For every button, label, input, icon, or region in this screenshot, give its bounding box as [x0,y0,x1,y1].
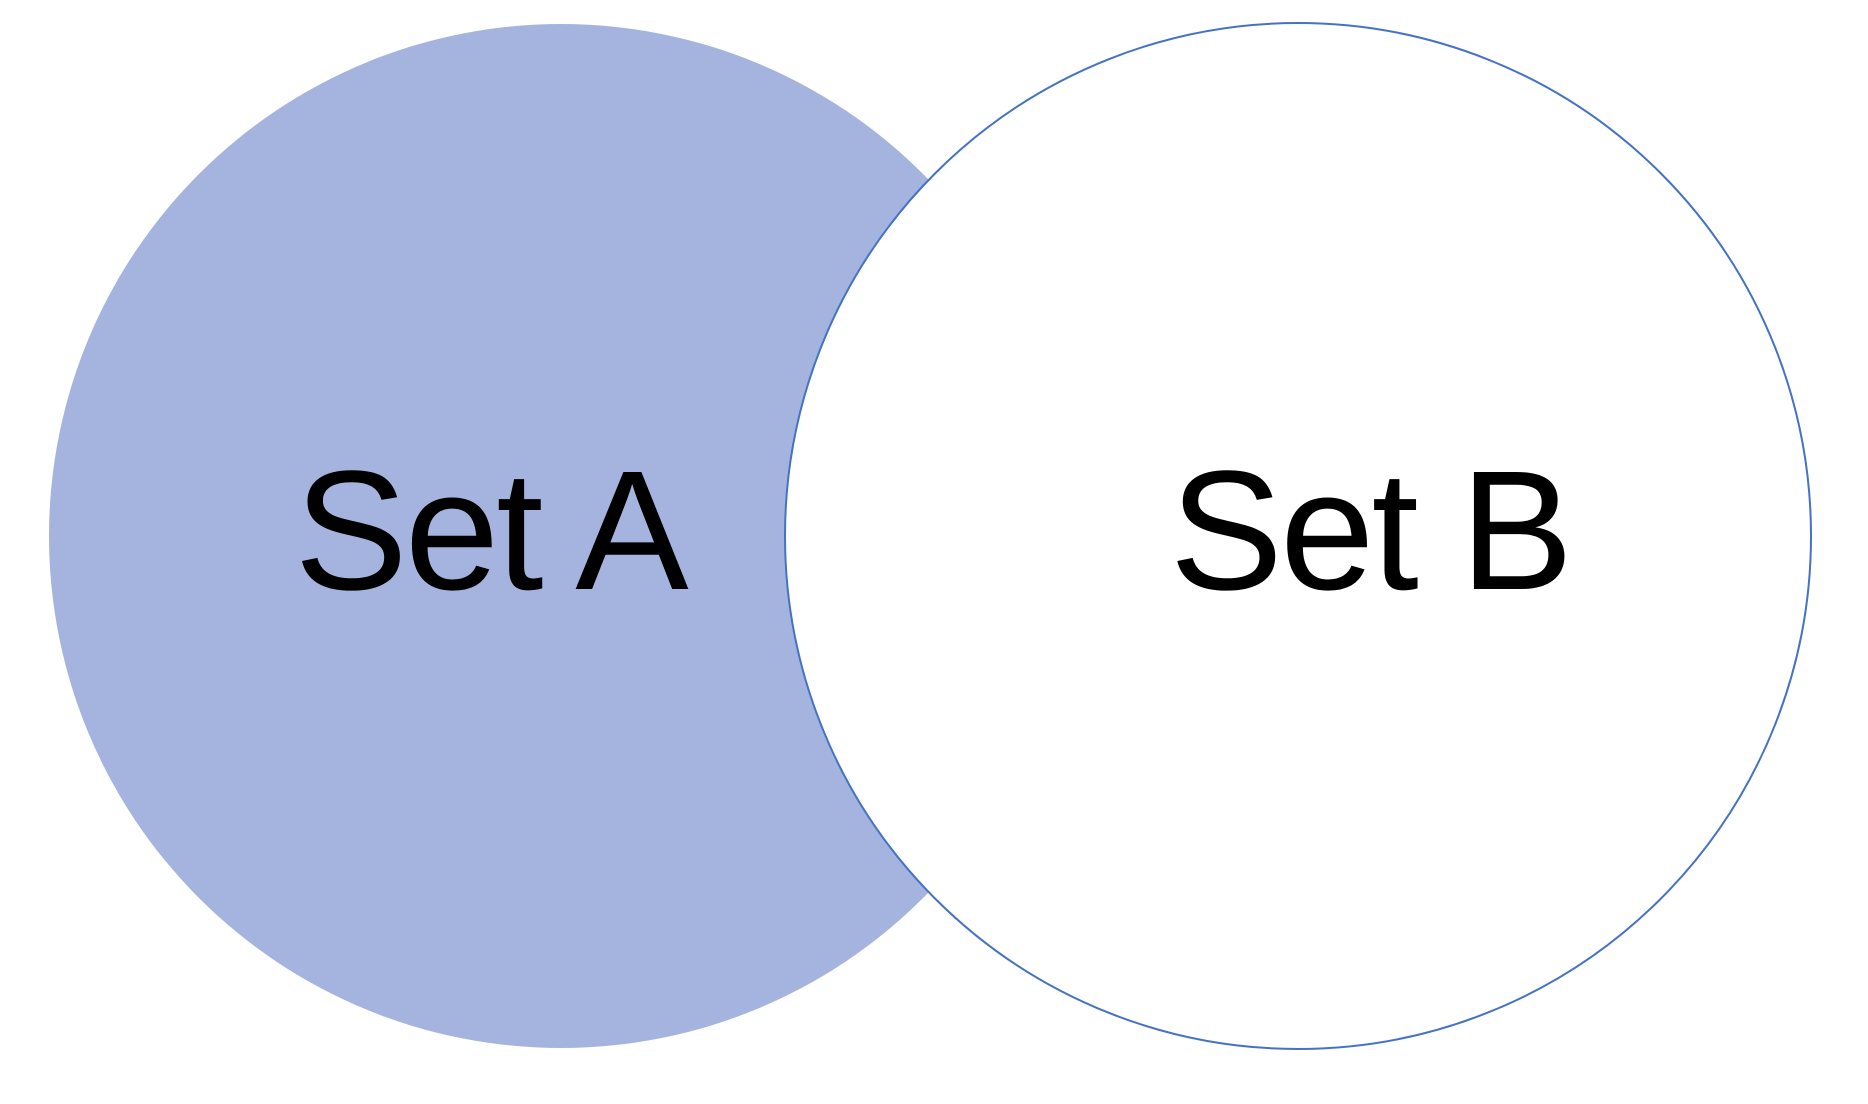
set-a-label: Set A [294,436,688,626]
set-b-circle [784,22,1812,1050]
set-b-label: Set B [1169,436,1574,626]
